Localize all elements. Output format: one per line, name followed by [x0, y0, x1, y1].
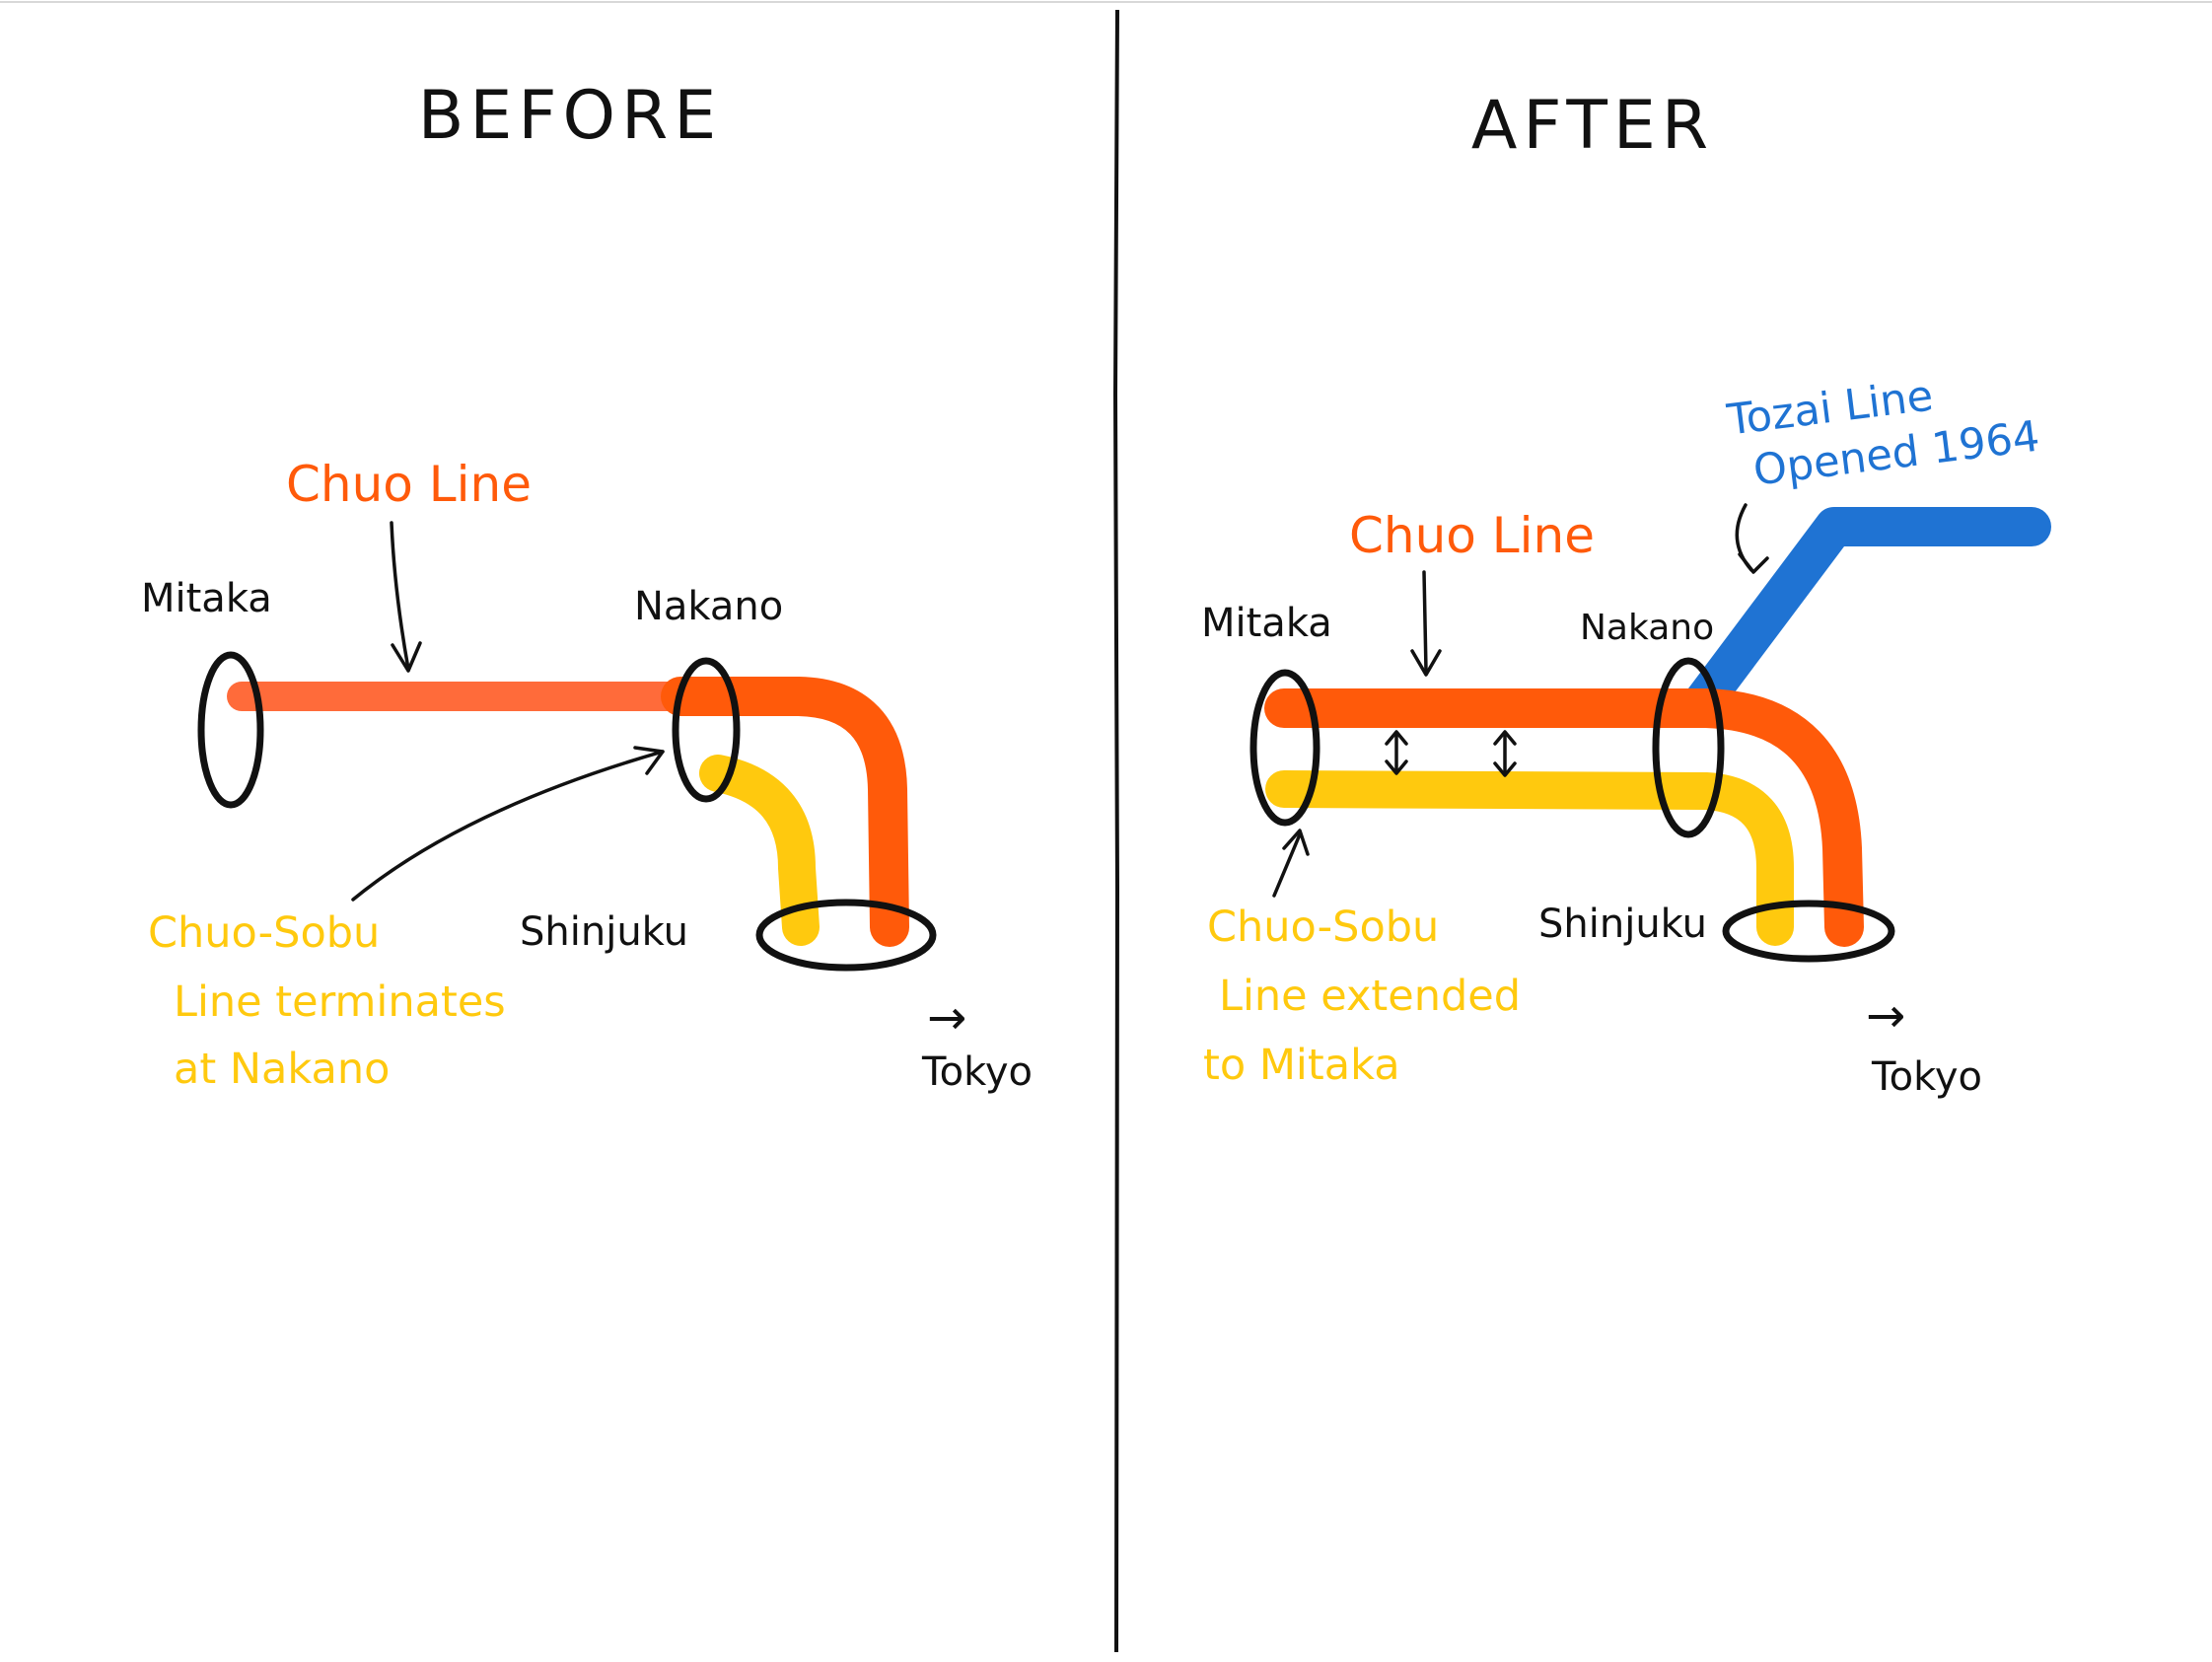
after-panel: AFTER Mitaka Nakano Shinjuku Tokyo → Chu…	[1201, 87, 2051, 1100]
after-tozai-line	[1684, 507, 2051, 720]
after-mitaka-station-ring	[1249, 669, 1320, 827]
after-nakano-station-ring	[1652, 657, 1725, 838]
before-chuo-line-nakano-shinjuku	[661, 677, 909, 947]
after-note-line-2: Line extended	[1219, 972, 1521, 1021]
after-tozai-note: Tozai Line Opened 1964	[1724, 359, 2042, 498]
after-chuo-line-label: Chuo Line	[1349, 507, 1595, 564]
transfer-arrow-1-icon	[1385, 730, 1408, 775]
before-shinjuku-station-ring	[755, 899, 937, 972]
before-chuo-sobu-pointer-arrowhead-icon	[633, 746, 665, 775]
before-note-line-1: Chuo-Sobu	[148, 908, 380, 958]
before-chuo-sobu-pointer-arrow-icon	[351, 750, 665, 902]
before-chuo-line-label: Chuo Line	[286, 456, 532, 513]
before-tokyo-label: Tokyo	[921, 1049, 1033, 1095]
after-chuo-line	[1264, 688, 1864, 947]
after-note-line-1: Chuo-Sobu	[1207, 903, 1439, 952]
before-tokyo-arrow-icon: →	[927, 990, 966, 1046]
before-shinjuku-label: Shinjuku	[520, 909, 688, 955]
after-note-line-3: to Mitaka	[1203, 1041, 1400, 1090]
before-note-line-2: Line terminates	[174, 977, 506, 1027]
before-chuo-pointer-arrowhead-icon	[391, 641, 422, 673]
after-nakano-label: Nakano	[1580, 608, 1714, 648]
before-note-line-3: at Nakano	[174, 1045, 390, 1094]
transfer-arrow-2-icon	[1493, 730, 1517, 777]
before-chuo-pointer-arrow-icon	[390, 521, 410, 671]
after-title: AFTER	[1471, 87, 1714, 165]
before-chuo-sobu-note: Chuo-Sobu Line terminates at Nakano	[148, 908, 519, 1094]
before-mitaka-label: Mitaka	[141, 576, 272, 621]
after-tokyo-label: Tokyo	[1871, 1054, 1982, 1100]
before-title: BEFORE	[418, 77, 722, 155]
after-shinjuku-station-ring	[1722, 900, 1895, 963]
before-mitaka-station-ring	[197, 651, 264, 809]
after-chuo-pointer-arrow-icon	[1422, 570, 1428, 673]
after-chuo-sobu-pointer-arrow-icon	[1272, 832, 1302, 898]
before-panel: BEFORE Mitaka Nakano Shinjuku Tokyo → Ch…	[141, 77, 1033, 1095]
after-chuo-sobu-note: Chuo-Sobu Line extended to Mitaka	[1203, 903, 1534, 1090]
after-tozai-pointer-arrowhead-icon	[1738, 552, 1769, 574]
after-tokyo-arrow-icon: →	[1866, 988, 1905, 1044]
panel-divider	[1112, 9, 1120, 1653]
after-chuo-sobu-pointer-arrowhead-icon	[1282, 829, 1310, 856]
before-chuo-sobu-line	[699, 755, 820, 946]
before-nakano-station-ring	[672, 657, 741, 803]
before-nakano-label: Nakano	[634, 584, 783, 629]
after-mitaka-label: Mitaka	[1201, 601, 1332, 646]
after-shinjuku-label: Shinjuku	[1538, 902, 1707, 947]
after-chuo-pointer-arrowhead-icon	[1410, 649, 1442, 677]
